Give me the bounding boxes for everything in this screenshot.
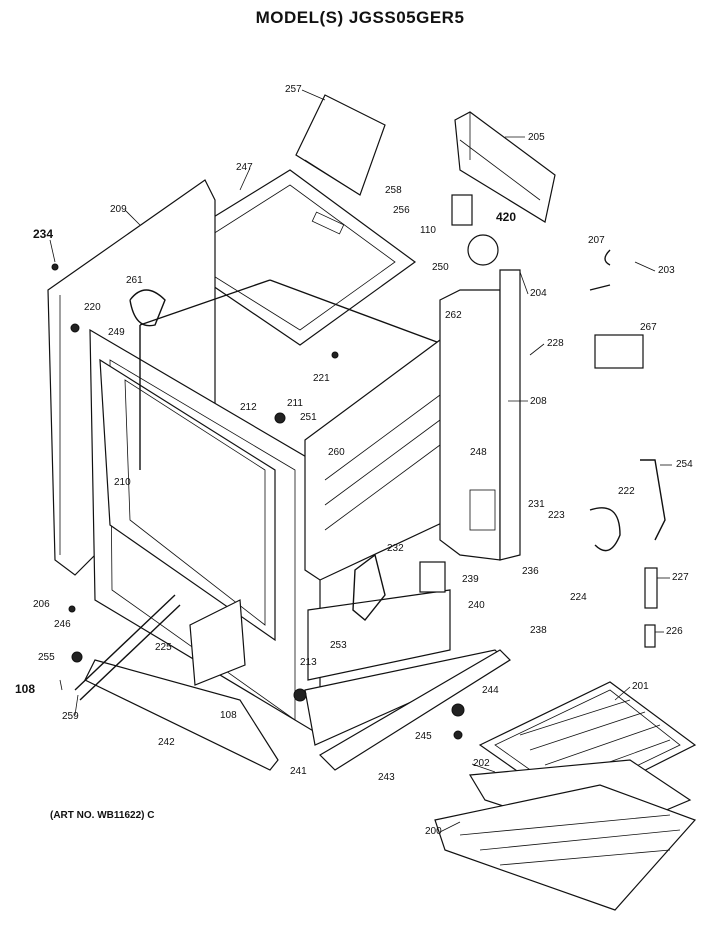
- part-label: 251: [300, 412, 317, 423]
- part-label: 213: [300, 657, 317, 668]
- lower-rail-242: [74, 594, 279, 771]
- part-label: 228: [547, 338, 564, 349]
- part-label: 200: [425, 826, 442, 837]
- part-label: 242: [158, 737, 175, 748]
- part-label: 420: [496, 210, 516, 224]
- part-label: 254: [676, 459, 693, 470]
- part-label: 227: [672, 572, 689, 583]
- cooktop-247: [158, 169, 417, 346]
- part-label: 203: [658, 265, 675, 276]
- lid-257: [295, 94, 386, 196]
- control-panel-205: [454, 111, 556, 223]
- part-label: 243: [378, 772, 395, 783]
- part-label: 221: [313, 373, 330, 384]
- part-label: 238: [530, 625, 547, 636]
- part-label: 205: [528, 132, 545, 143]
- part-label: 241: [290, 766, 307, 777]
- part-label: 246: [54, 619, 71, 630]
- part-label: 110: [420, 225, 436, 236]
- part-label: 208: [530, 396, 547, 407]
- part-label: 247: [236, 162, 253, 173]
- part-label: 232: [387, 543, 404, 554]
- part-label: 262: [445, 310, 462, 321]
- part-label: 240: [468, 600, 485, 611]
- part-labels: 257 205 247 258 256 110 420 209 234 207 …: [15, 84, 693, 837]
- small-parts: [51, 194, 666, 740]
- part-label: 211: [287, 398, 303, 409]
- part-label: 259: [62, 711, 79, 722]
- part-label: 253: [330, 640, 347, 651]
- part-label: 206: [33, 599, 50, 610]
- part-label: 256: [393, 205, 410, 216]
- part-label: 202: [473, 758, 490, 769]
- part-label: 245: [415, 731, 432, 742]
- part-label: 236: [522, 566, 539, 577]
- part-label: 212: [240, 402, 257, 413]
- leader-lines: [49, 89, 672, 833]
- part-label: 223: [548, 510, 565, 521]
- part-label: 108: [220, 710, 237, 721]
- part-label: 231: [528, 499, 545, 510]
- bottom-frame-240: [304, 589, 511, 771]
- part-label: 209: [110, 204, 127, 215]
- part-label: 204: [530, 288, 547, 299]
- part-label: 108: [15, 682, 35, 696]
- part-label: 210: [114, 477, 131, 488]
- part-label: 248: [470, 447, 487, 458]
- back-panel-248: [439, 289, 501, 561]
- part-label: 224: [570, 592, 587, 603]
- part-label: 261: [126, 275, 143, 286]
- rear-strip-208: [499, 269, 521, 561]
- part-label: 234: [33, 227, 53, 241]
- part-label: 257: [285, 84, 302, 95]
- part-label: 220: [84, 302, 101, 313]
- part-label: 267: [640, 322, 657, 333]
- part-label: 239: [462, 574, 479, 585]
- art-number: (ART NO. WB11622) C: [50, 810, 155, 821]
- part-label: 244: [482, 685, 499, 696]
- oven-body-frame: [89, 279, 446, 737]
- part-label: 226: [666, 626, 683, 637]
- part-label: 249: [108, 327, 125, 338]
- part-label: 207: [588, 235, 605, 246]
- part-label: 260: [328, 447, 345, 458]
- panel-225: [189, 599, 246, 686]
- part-label: 255: [38, 652, 55, 663]
- part-label: 201: [632, 681, 649, 692]
- part-label: 250: [432, 262, 449, 273]
- part-label: 225: [155, 642, 172, 653]
- model-title: MODEL(S) JGSS05GER5: [255, 8, 465, 27]
- oven-rack-200: [434, 784, 697, 911]
- part-label: 258: [385, 185, 402, 196]
- part-label: 222: [618, 486, 635, 497]
